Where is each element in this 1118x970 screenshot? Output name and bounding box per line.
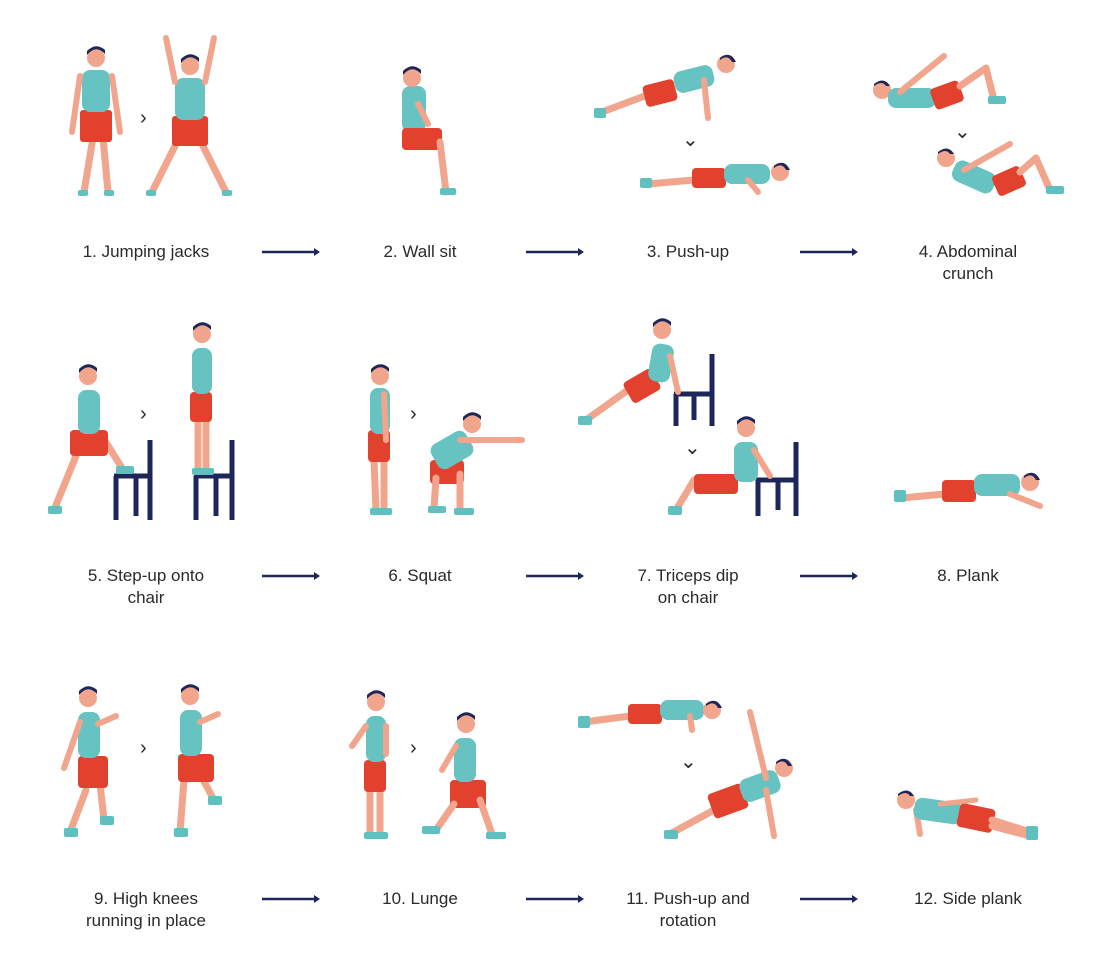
illustration-side-plank xyxy=(880,650,1100,880)
illustration-wall-sit xyxy=(310,20,530,250)
next-step-glyph: › xyxy=(140,737,147,759)
exercise-label-12: 12. Side plank xyxy=(914,889,1022,908)
down-step-glyph: ⌄ xyxy=(954,121,971,143)
exercise-label-2: 2. Wall sit xyxy=(383,242,457,261)
illustration-push-up-rotation: ⌄ xyxy=(570,650,793,880)
illustration-abdominal-crunch: ⌄ xyxy=(860,20,1080,250)
down-step-glyph: ⌄ xyxy=(682,129,699,151)
sequence-arrow-1-2 xyxy=(262,248,320,256)
sequence-arrow-6-7 xyxy=(526,572,584,580)
exercise-label-9: 9. High knees running in place xyxy=(85,889,207,930)
exercise-label-8: 8. Plank xyxy=(937,566,999,585)
exercise-label-4: 4. Abdominal crunch xyxy=(918,242,1018,283)
illustration-jumping-jacks: › xyxy=(40,20,260,250)
down-step-glyph: ⌄ xyxy=(680,751,697,773)
sequence-arrow-9-10 xyxy=(262,895,320,903)
sequence-arrow-2-3 xyxy=(526,248,584,256)
illustration-squat: › xyxy=(310,310,530,540)
sequence-arrow-11-12 xyxy=(800,895,858,903)
exercise-label-3: 3. Push-up xyxy=(646,242,730,261)
illustration-step-up: › xyxy=(40,310,260,540)
next-step-glyph: › xyxy=(410,403,417,425)
exercise-label-10: 10. Lunge xyxy=(382,889,458,908)
exercise-label-11: 11. Push-up and rotation xyxy=(626,889,750,930)
exercise-label-7: 7. Triceps dip on chair xyxy=(637,566,739,607)
next-step-glyph: › xyxy=(410,737,417,759)
illustration-push-up: ⌄ xyxy=(580,20,800,250)
exercise-label-5: 5. Step-up onto chair xyxy=(87,566,205,607)
exercise-label-6: 6. Squat xyxy=(388,566,452,585)
sequence-arrow-3-4 xyxy=(800,248,858,256)
sequence-arrow-10-11 xyxy=(526,895,584,903)
illustration-high-knees: › xyxy=(40,650,260,880)
illustration-lunge: › xyxy=(330,650,550,880)
next-step-glyph: › xyxy=(140,107,147,129)
illustration-plank xyxy=(880,310,1100,540)
illustration-triceps-dip: ⌄ xyxy=(570,300,799,530)
sequence-arrow-5-6 xyxy=(262,572,320,580)
exercise-label-1: 1. Jumping jacks xyxy=(82,242,210,261)
next-step-glyph: › xyxy=(140,403,147,425)
sequence-arrow-7-8 xyxy=(800,572,858,580)
down-step-glyph: ⌄ xyxy=(684,437,701,459)
